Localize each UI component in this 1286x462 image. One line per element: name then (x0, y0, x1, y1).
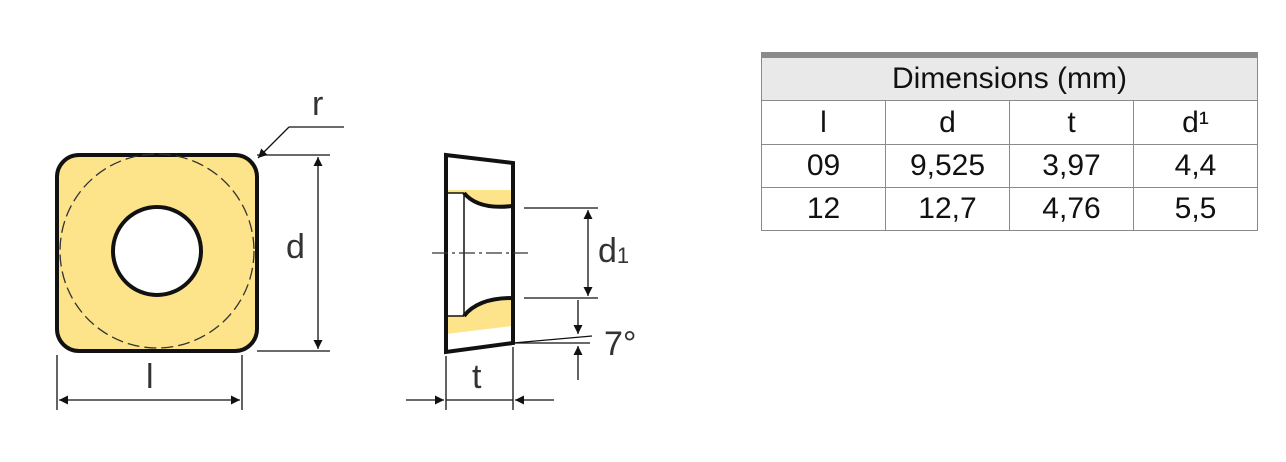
dimension-l (56, 355, 243, 410)
table-row: 09 9,525 3,97 4,4 (761, 144, 1258, 188)
table-row: 12 12,7 4,76 5,5 (761, 187, 1258, 231)
col-header-d1: d¹ (1133, 100, 1258, 145)
label-angle: 7° (604, 325, 637, 363)
table-cell: 9,525 (885, 144, 1010, 188)
table-cell: 12 (761, 187, 886, 231)
dimension-angle (512, 300, 593, 380)
table-cell: 4,4 (1133, 144, 1258, 188)
insert-side-view (432, 152, 528, 355)
label-r: r (312, 85, 323, 123)
dimensions-table: Dimensions (mm) l d t d¹ 09 9,525 3,97 4… (761, 52, 1258, 231)
table-cell: 5,5 (1133, 187, 1258, 231)
center-hole (111, 205, 203, 297)
col-header-l: l (761, 100, 886, 145)
table-title: Dimensions (mm) (761, 52, 1258, 101)
dimension-d1 (524, 207, 598, 299)
table-header-row: l d t d¹ (761, 100, 1258, 145)
table-cell: 3,97 (1009, 144, 1134, 188)
table-cell: 12,7 (885, 187, 1010, 231)
inscribed-circle (59, 153, 255, 349)
label-d1: d1 (598, 232, 629, 270)
col-header-t: t (1009, 100, 1134, 145)
table-cell: 4,76 (1009, 187, 1134, 231)
dimension-t (406, 347, 554, 410)
radius-leader (257, 126, 344, 159)
label-t: t (472, 358, 482, 396)
label-d: d (286, 228, 305, 266)
insert-top-view (55, 153, 259, 353)
col-header-d: d (885, 100, 1010, 145)
label-l: l (146, 358, 154, 396)
table-cell: 09 (761, 144, 886, 188)
dimension-d (257, 154, 330, 352)
